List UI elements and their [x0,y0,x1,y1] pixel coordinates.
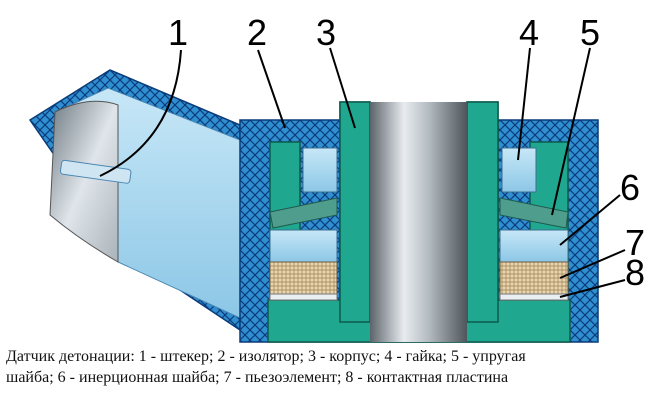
leader-lines [99,47,626,298]
knock-sensor-diagram: 1 2 3 4 5 6 7 8 [28,12,645,343]
central-bore [370,102,467,342]
label-7: 7 [625,222,645,263]
label-6: 6 [620,167,640,208]
label-8: 8 [625,252,645,293]
left-stack [269,147,338,301]
label-2: 2 [247,12,267,53]
right-stack [499,147,569,301]
housing [267,101,571,343]
contact-plate [499,293,569,301]
label-1: 1 [168,12,188,53]
inertial-washer [499,229,569,263]
label-3: 3 [316,12,336,53]
connector-housing [28,69,241,332]
piezo-element [499,261,569,295]
figure-caption: Датчик детонации: 1 - штекер; 2 - изолят… [6,346,656,388]
label-5: 5 [580,12,600,53]
spring-washer [499,197,569,229]
connector-pin [59,159,132,184]
caption-line-1: Датчик детонации: 1 - штекер; 2 - изолят… [6,348,526,365]
caption-line-2: шайба; 6 - инерционная шайба; 7 - пьезоэ… [6,369,509,386]
label-4: 4 [519,12,539,53]
